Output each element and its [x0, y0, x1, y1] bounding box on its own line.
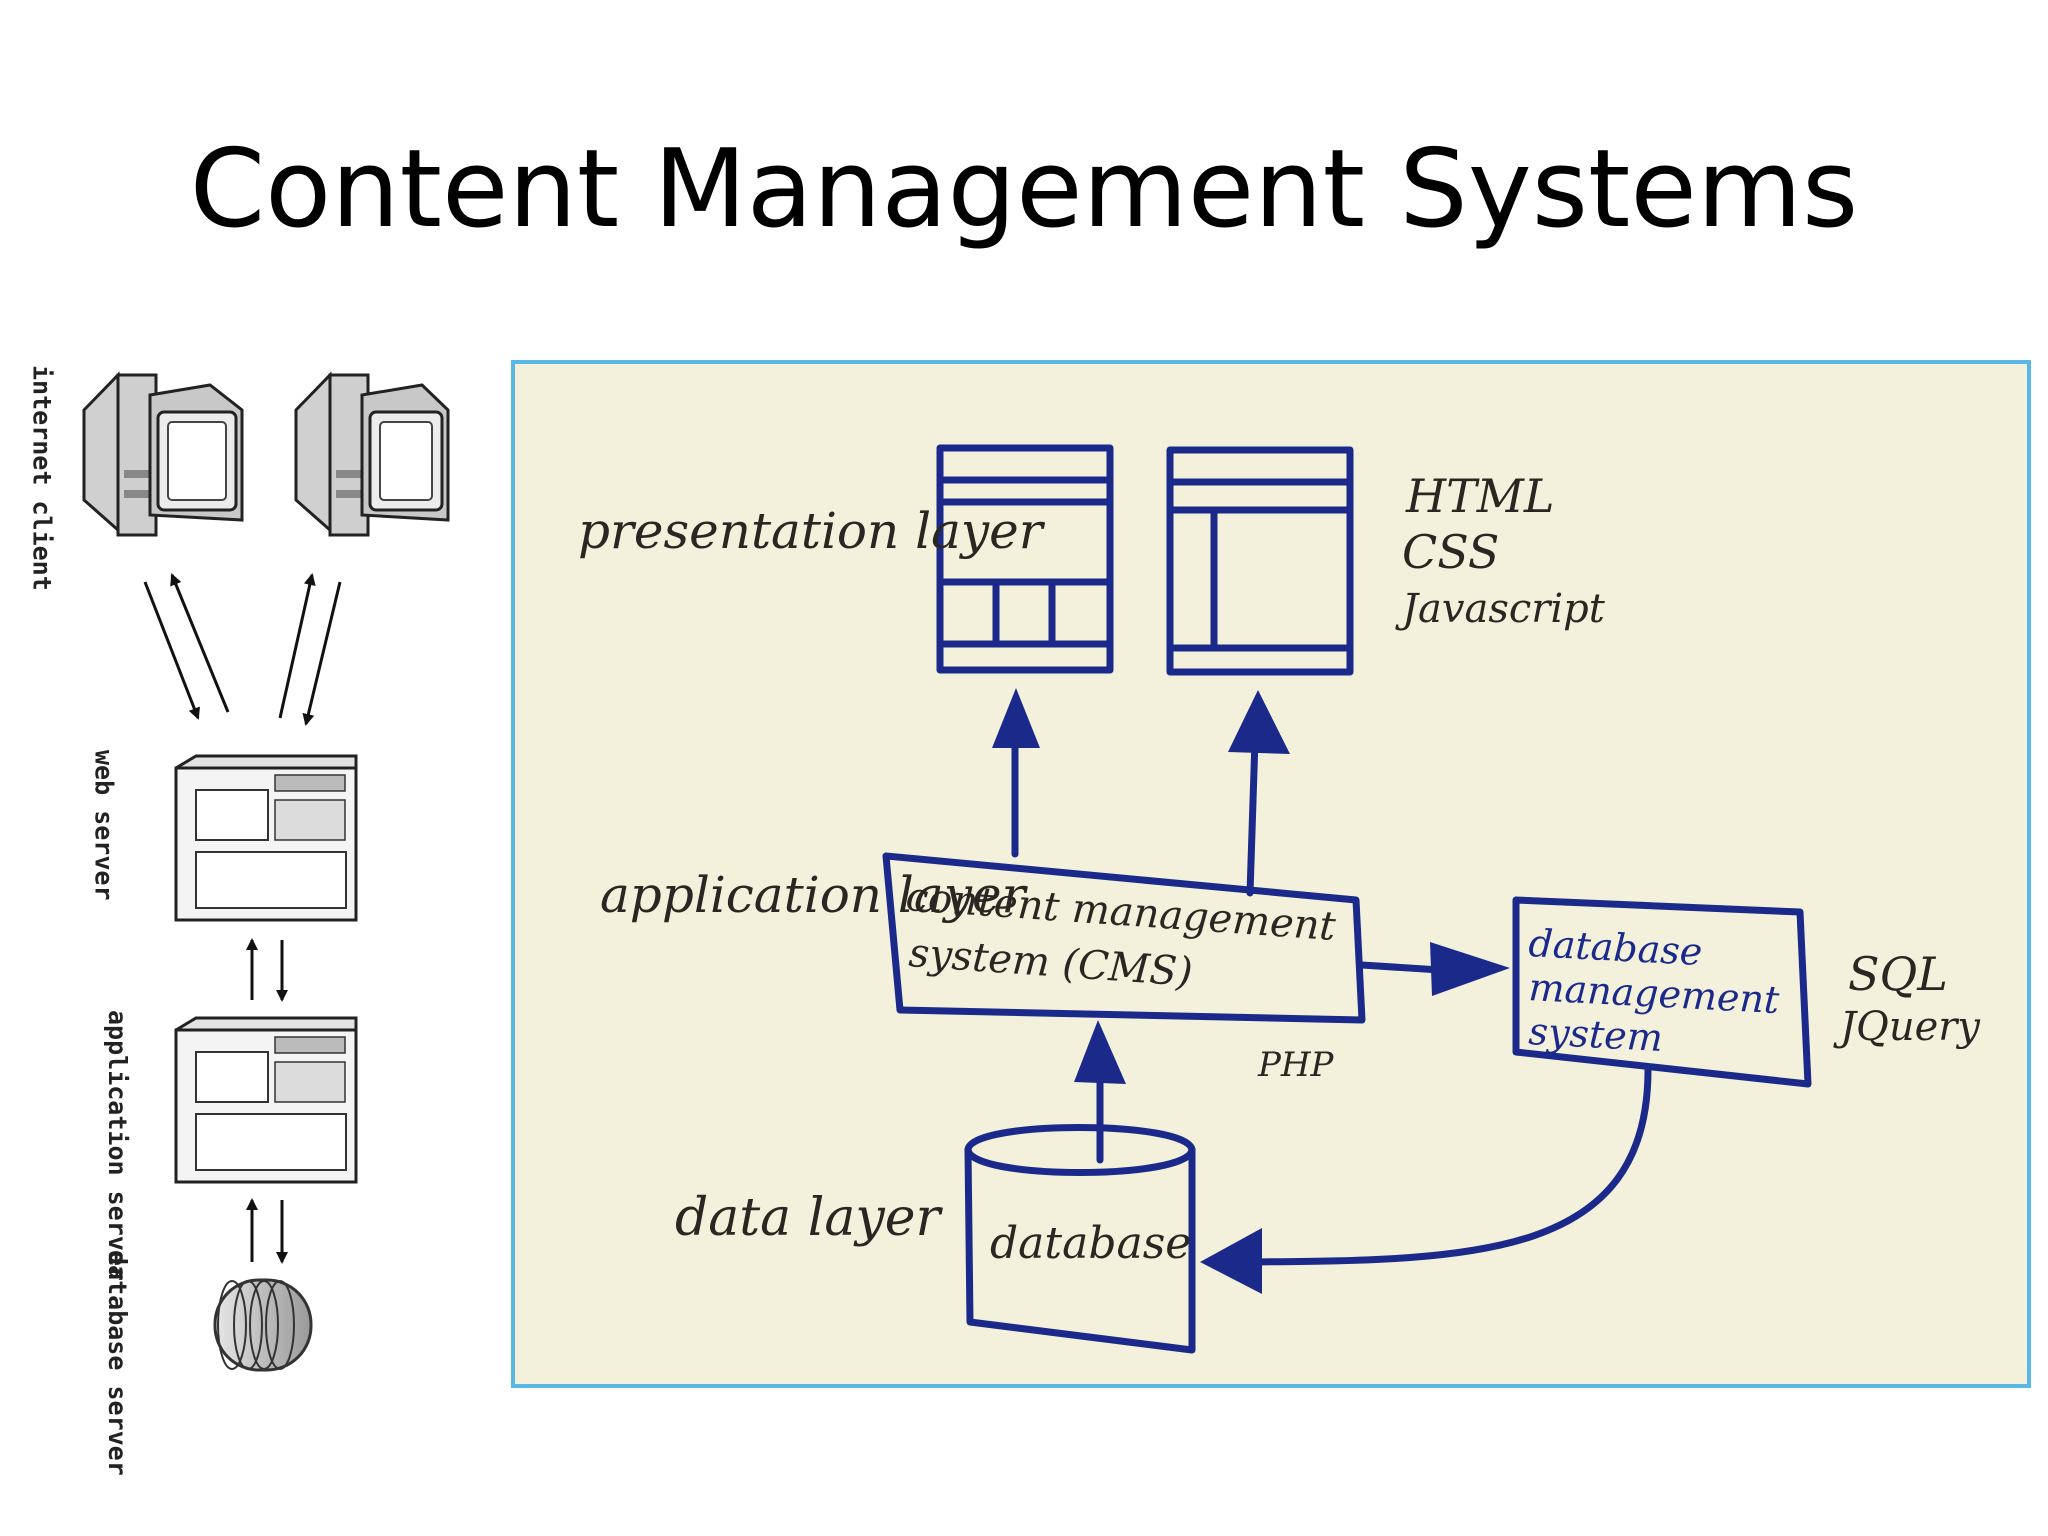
tech-css: CSS — [1402, 525, 1499, 579]
database-disk-icon — [213, 1278, 313, 1372]
dbms-box — [1512, 896, 1812, 1088]
page-mockup-icon — [1166, 446, 1354, 676]
label-web-server: web server — [89, 750, 119, 901]
application-layer-label: application layer — [600, 866, 1029, 924]
client-computer-icon — [294, 371, 450, 537]
page-mockup-icon — [936, 444, 1114, 674]
database-cylinder-icon — [964, 1124, 1196, 1354]
presentation-layer-label-line1: presentation layer — [578, 502, 1046, 560]
label-internet-client: internet client — [27, 365, 57, 591]
slide-title: Content Management Systems — [189, 127, 1859, 252]
whiteboard-photo-frame — [511, 360, 2031, 1388]
database-label: database — [990, 1218, 1191, 1269]
data-layer-label: data layer — [675, 1188, 944, 1248]
tech-jquery: JQuery — [1833, 1004, 1981, 1050]
tech-html: HTML — [1405, 469, 1554, 523]
web-app-arrows — [246, 938, 288, 1002]
client-server-arrows — [143, 573, 342, 726]
cms-box — [882, 852, 1366, 1024]
web-server-icon — [174, 754, 358, 922]
client-computer-icon — [82, 371, 244, 537]
whiteboard-drawing — [882, 444, 1812, 1354]
whiteboard-arrowheads — [992, 688, 1510, 1294]
application-server-icon — [174, 1016, 358, 1184]
dbms-label-line3: system — [1528, 1009, 1664, 1060]
tech-php: PHP — [1257, 1045, 1335, 1085]
tech-sql: SQL — [1848, 947, 1948, 1001]
dbms-label-line1: database — [1528, 921, 1704, 974]
label-application-server: application server — [103, 1010, 132, 1281]
app-db-arrows — [246, 1198, 288, 1264]
tech-javascript: Javascript — [1395, 586, 1606, 632]
